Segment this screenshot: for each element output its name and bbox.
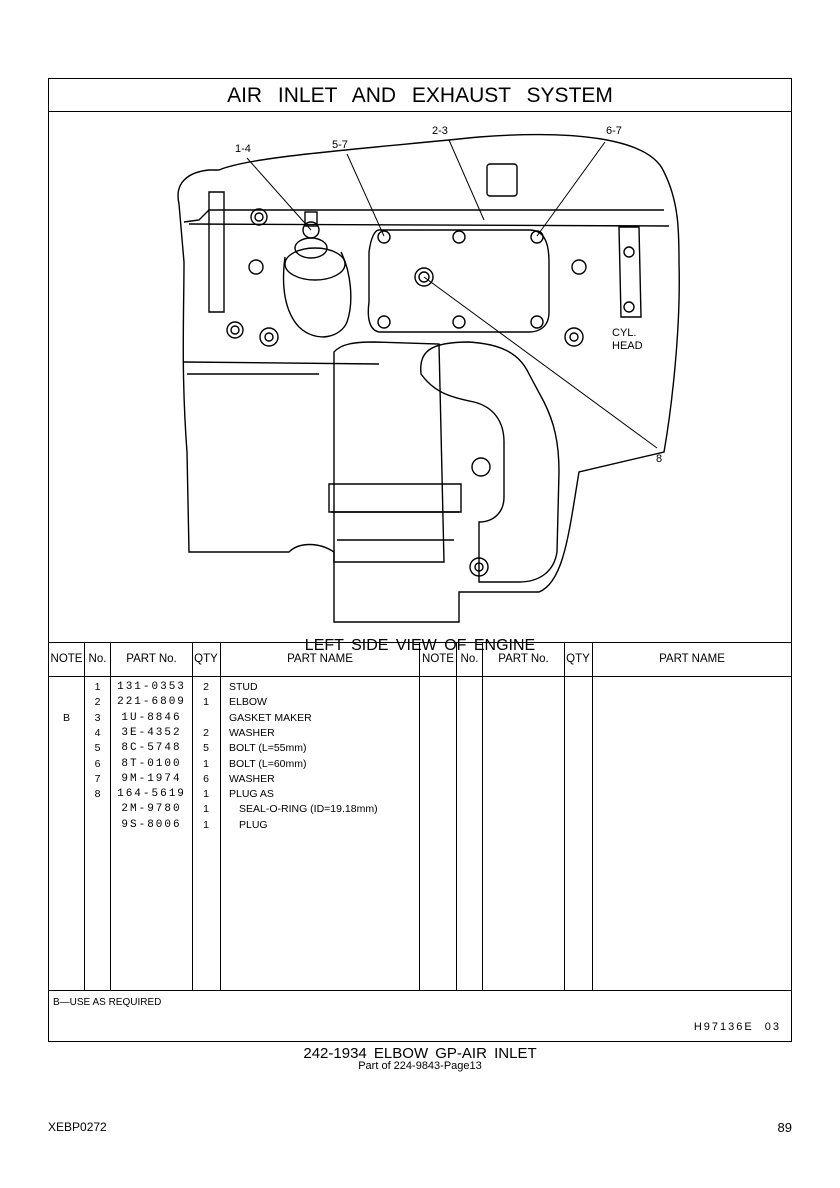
page-title: AIR INLET AND EXHAUST SYSTEM: [49, 79, 791, 112]
footnote: B—USE AS REQUIRED: [53, 997, 162, 1008]
cell-no: 8: [94, 788, 101, 801]
cell-part-name: PLUG: [239, 818, 268, 831]
cell-part-no: 1U-8846: [121, 711, 182, 724]
cell-part-name: GASKET MAKER: [229, 711, 312, 724]
table-row: 7 9M-1974 6 WASHER: [49, 771, 419, 787]
cell-part-no: 221-6809: [117, 696, 186, 709]
cell-no: 1: [94, 681, 101, 693]
callout-6-7: 6-7: [606, 125, 622, 137]
table-row: 4 3E-4352 2 WASHER: [49, 725, 419, 741]
cell-no: 3: [94, 711, 101, 724]
cell-part-no: 164-5619: [117, 788, 186, 801]
table-row: 2M-9780 1 SEAL-O-RING (ID=19.18mm): [49, 801, 419, 817]
cell-part-no: 3E-4352: [121, 726, 182, 739]
cell-qty: 1: [203, 818, 209, 831]
cell-part-no: 2M-9780: [121, 803, 182, 816]
cell-no: 5: [94, 742, 101, 755]
cell-qty: 5: [203, 742, 209, 755]
table-row: 1 131-0353 2 STUD: [49, 679, 419, 695]
cell-no: 4: [94, 726, 101, 739]
header-qty-right: QTY: [566, 653, 590, 665]
cell-part-name: BOLT (L=55mm): [229, 742, 307, 755]
cell-no: 2: [94, 696, 101, 709]
group-parent-reference: Part of 224-9843-Page13: [358, 1060, 482, 1072]
cell-qty: 2: [203, 681, 209, 693]
table-row: 9S-8006 1 PLUG: [49, 817, 419, 833]
cell-part-name: SEAL-O-RING (ID=19.18mm): [239, 803, 378, 816]
callout-1-4: 1-4: [235, 143, 251, 155]
engine-drawing: 1-4 5-7 2-3 6-7 8 CYL. HEAD: [177, 125, 680, 623]
cell-part-no: 8C-5748: [121, 742, 182, 755]
cell-part-no: 9S-8006: [121, 818, 182, 831]
table-row: B 3 1U-8846 GASKET MAKER: [49, 710, 419, 726]
cell-qty: 1: [203, 803, 209, 816]
header-part-no: PART No.: [126, 653, 177, 665]
callout-5-7: 5-7: [332, 139, 348, 151]
cell-qty: 1: [203, 696, 209, 709]
cell-qty: 1: [203, 757, 209, 770]
cell-part-name: WASHER: [229, 726, 275, 739]
cell-part-name: PLUG AS: [229, 788, 274, 801]
cell-qty: 2: [203, 726, 209, 739]
cell-part-name: WASHER: [229, 772, 275, 785]
cell-part-name: STUD: [229, 681, 258, 693]
header-no-right: No.: [460, 653, 479, 665]
table-row: 5 8C-5748 5 BOLT (L=55mm): [49, 740, 419, 756]
parts-table: NOTE No. PART No. QTY PART NAME NOTE No.…: [49, 642, 791, 993]
table-row: 8 164-5619 1 PLUG AS: [49, 786, 419, 802]
cyl-head-label-line2: HEAD: [612, 340, 643, 352]
drawing-reference: H97136E 03: [693, 1021, 781, 1033]
cell-part-name: ELBOW: [229, 696, 267, 709]
header-part-name-right: PART NAME: [659, 653, 725, 665]
figure-caption: LEFT SIDE VIEW OF ENGINE: [304, 637, 536, 654]
header-note-right: NOTE: [422, 653, 454, 665]
table-row: 2 221-6809 1 ELBOW: [49, 694, 419, 710]
cell-qty: 1: [203, 788, 209, 801]
cell-no: 7: [94, 772, 101, 785]
cell-part-no: 131-0353: [117, 681, 186, 693]
cell-part-no: 9M-1974: [121, 772, 182, 785]
cell-part-name: BOLT (L=60mm): [229, 757, 307, 770]
group-title: 242-1934 ELBOW GP-AIR INLET: [303, 1045, 537, 1062]
parts-page-frame: AIR INLET AND EXHAUST SYSTEM: [48, 78, 792, 1042]
page-number: 89: [777, 1120, 792, 1135]
cyl-head-label-line1: CYL.: [612, 327, 636, 339]
cell-no: 6: [94, 757, 101, 770]
engine-illustration: 1-4 5-7 2-3 6-7 8 CYL. HEAD LEFT SIDE VI…: [49, 112, 791, 654]
header-no: No.: [88, 653, 107, 665]
header-qty: QTY: [194, 653, 218, 665]
cell-qty: 6: [203, 772, 209, 785]
header-part-name: PART NAME: [287, 653, 353, 665]
header-note: NOTE: [50, 653, 83, 665]
cell-part-no: 8T-0100: [121, 757, 182, 770]
callout-8: 8: [656, 453, 662, 465]
table-row: 6 8T-0100 1 BOLT (L=60mm): [49, 756, 419, 772]
callout-2-3: 2-3: [432, 125, 448, 137]
publication-code: XEBP0272: [48, 1120, 107, 1134]
header-part-no-right: PART No.: [498, 653, 549, 665]
cell-note: B: [62, 711, 70, 724]
